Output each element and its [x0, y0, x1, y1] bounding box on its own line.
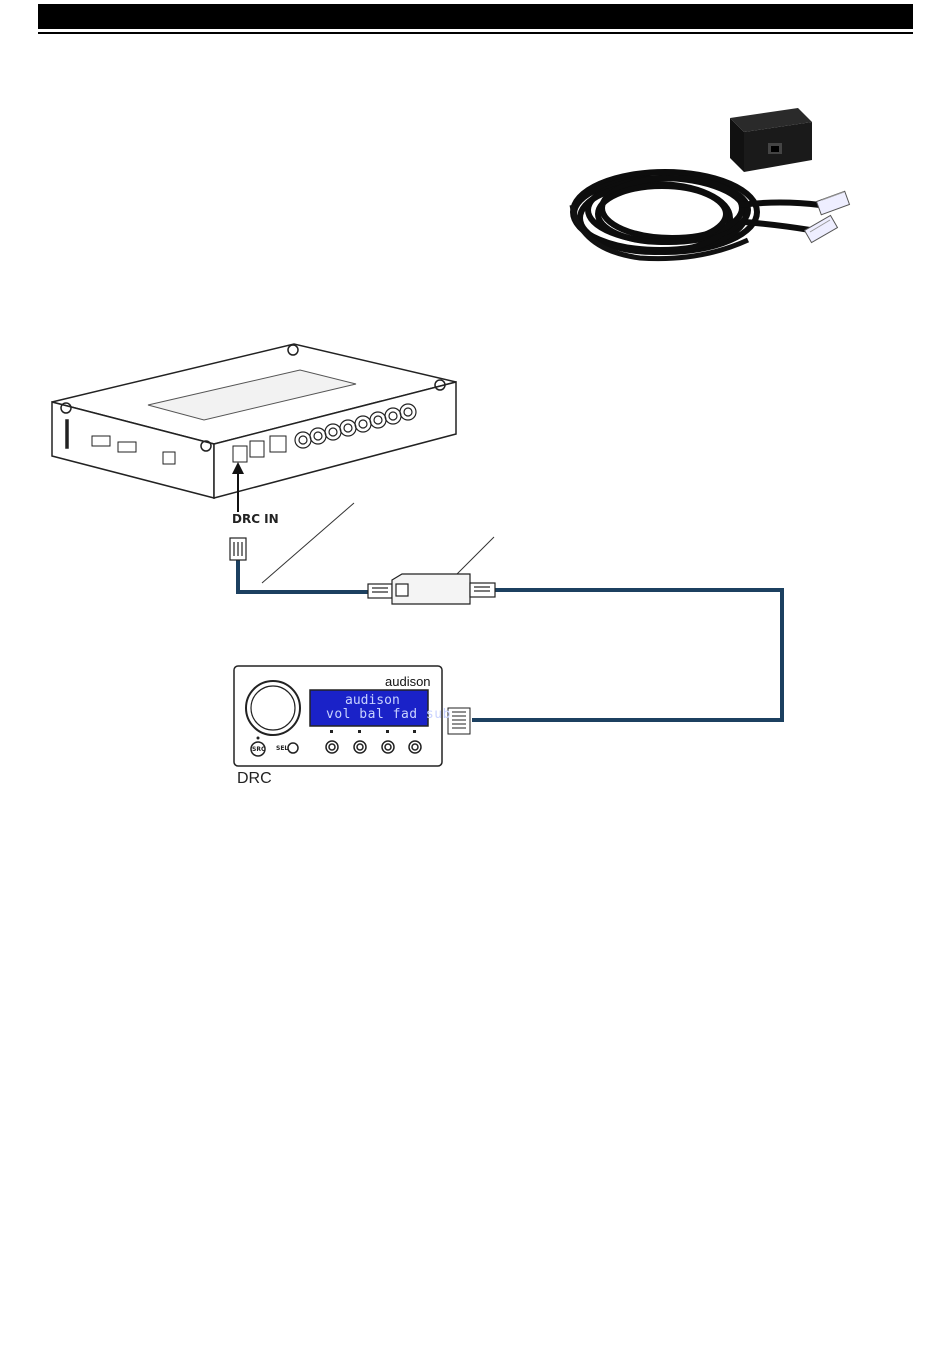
rj-plug-top	[230, 538, 246, 560]
coiled-cable-photo	[573, 172, 820, 252]
coupler-photo	[730, 108, 812, 172]
sel-button	[288, 743, 298, 753]
rj-plug-photo-1	[817, 191, 850, 214]
inline-coupler	[368, 574, 495, 604]
callout-line-right	[455, 537, 494, 576]
lcd-line-1: audison	[345, 693, 400, 708]
cable-kit-photo	[572, 108, 849, 259]
brand-label: audison	[385, 674, 431, 689]
lcd-line-2: vol bal fad sub	[326, 707, 451, 722]
cable-segment-1	[238, 560, 368, 592]
sel-button-label: SEL	[276, 745, 288, 752]
rj-plug-photo-2	[805, 215, 838, 242]
src-button-label: SRC	[252, 746, 265, 753]
drc-connector	[448, 708, 470, 734]
drc-in-label: DRC IN	[232, 512, 279, 526]
drc-label: DRC	[237, 770, 272, 788]
cable-segment-2	[472, 590, 782, 720]
processor-unit	[52, 344, 456, 498]
